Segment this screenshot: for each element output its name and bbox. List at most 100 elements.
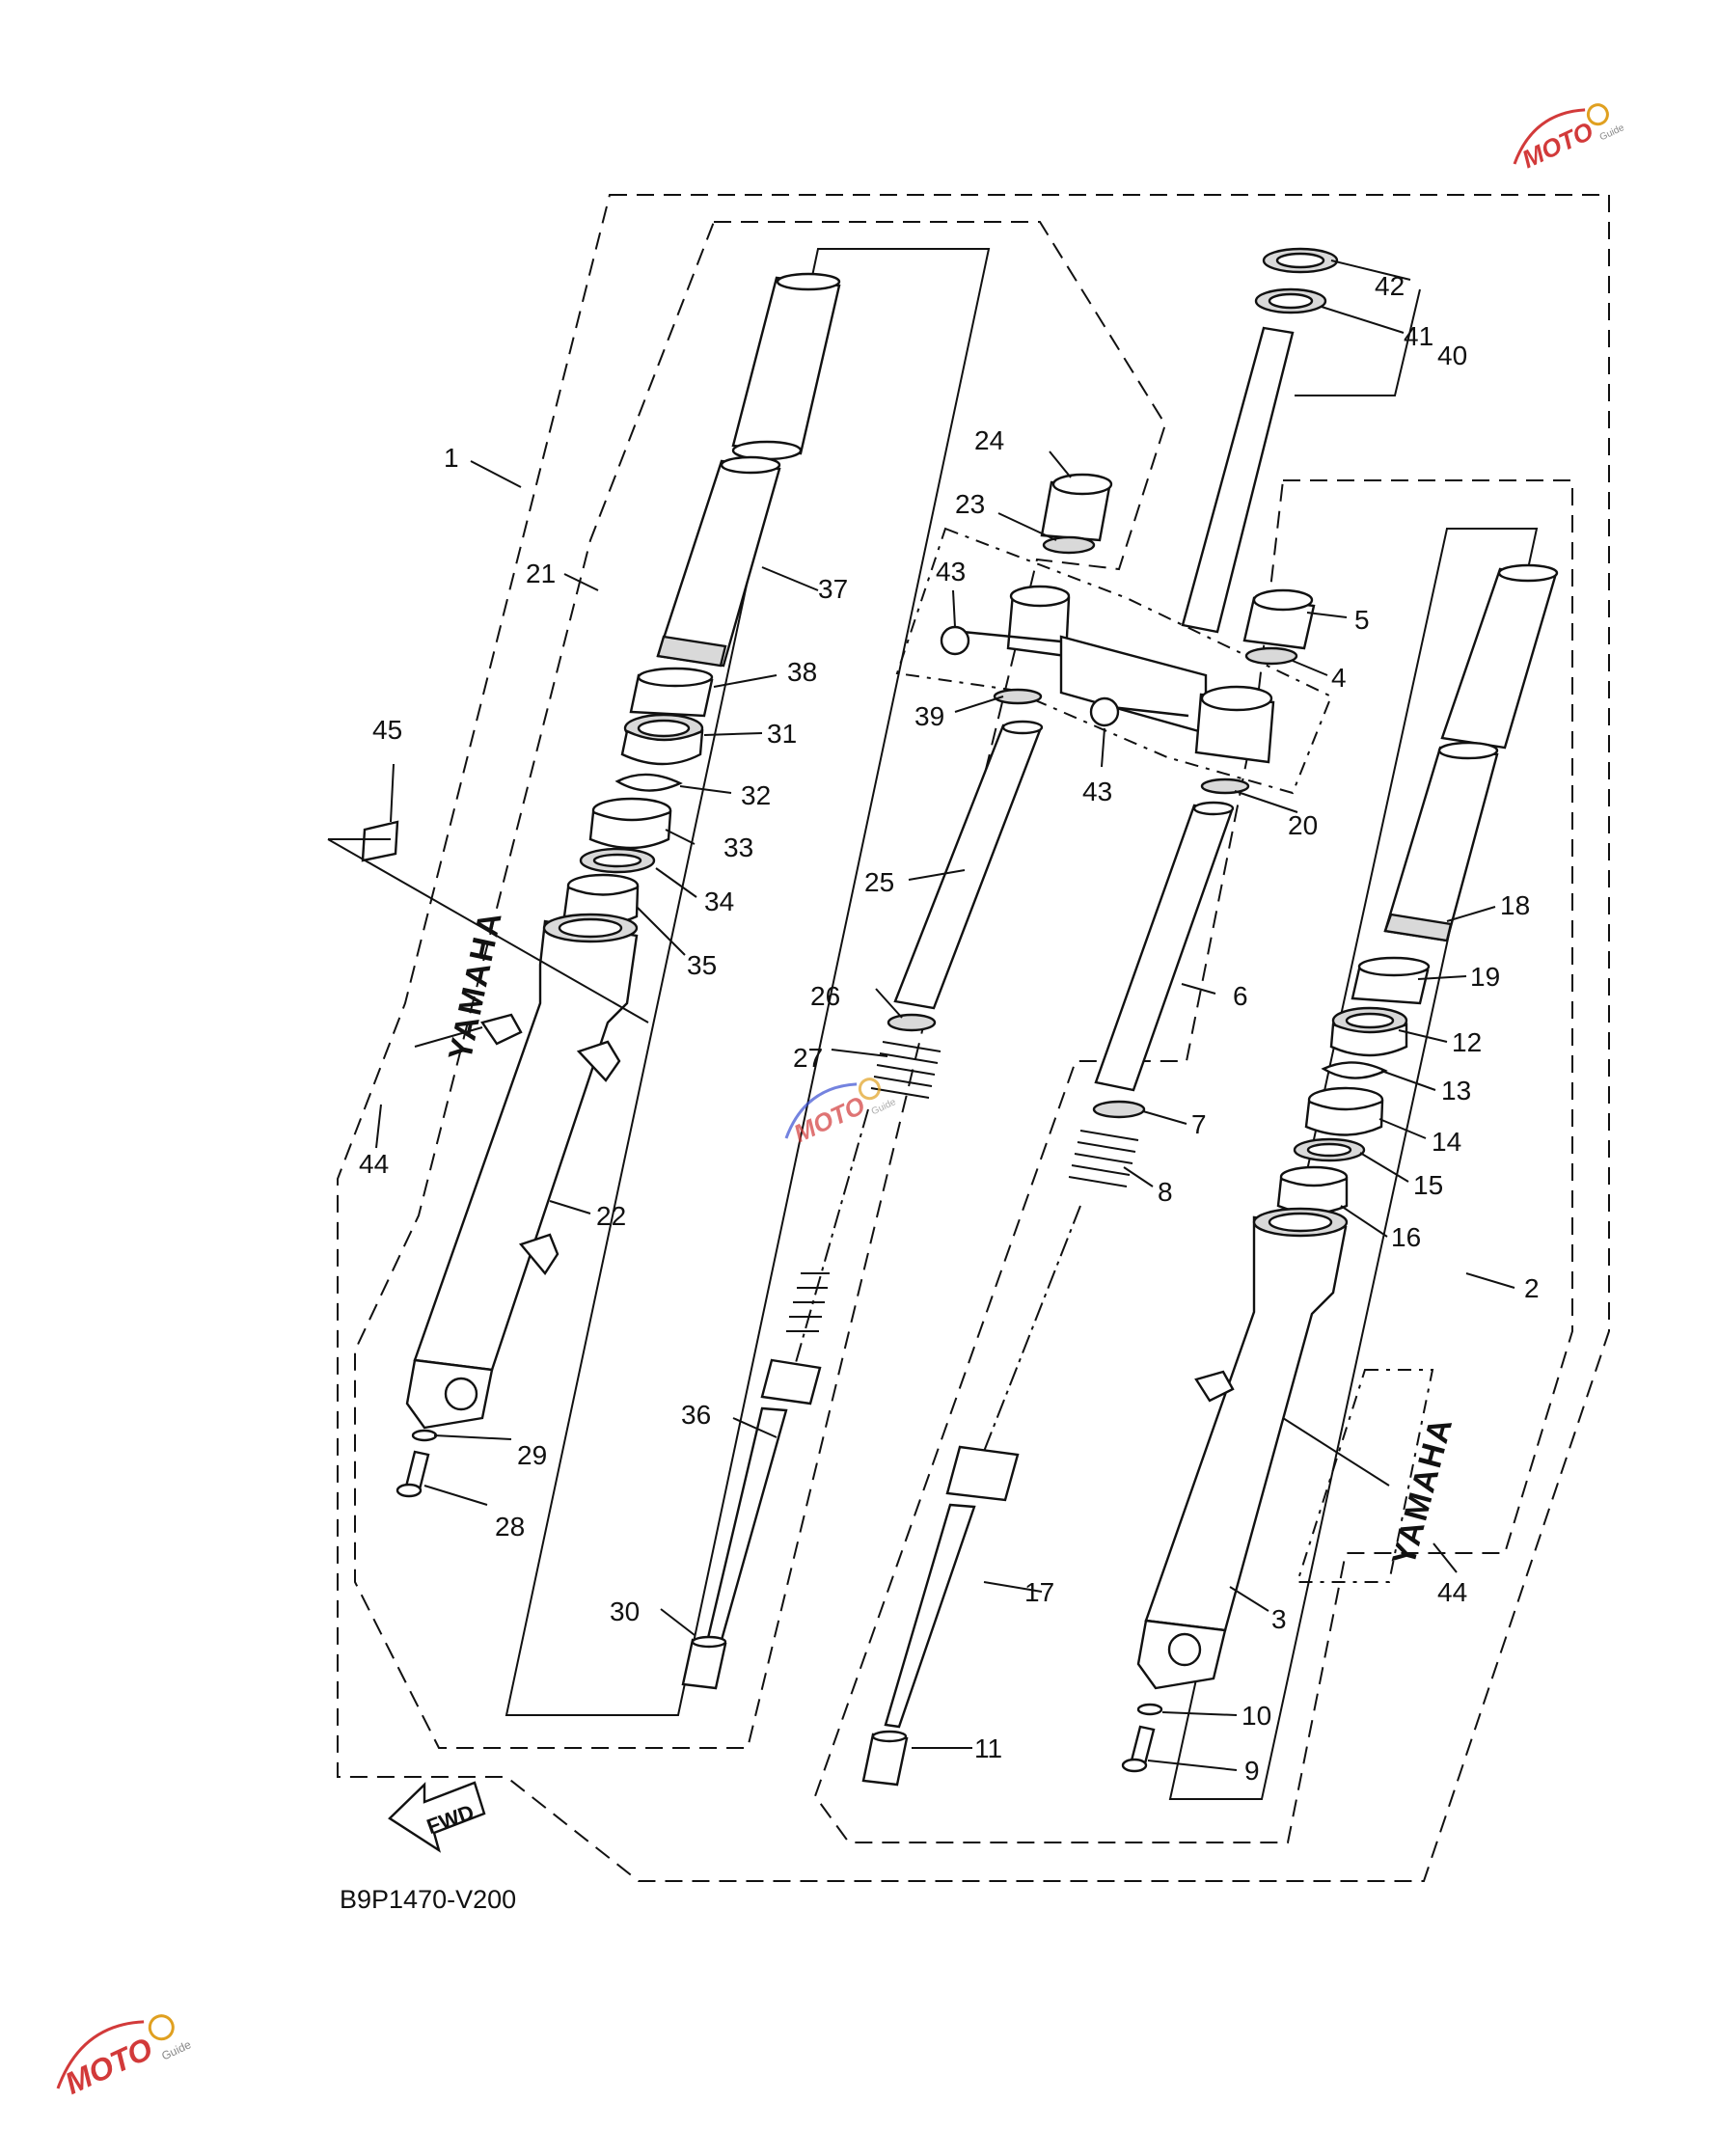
leader-15 xyxy=(1359,1152,1409,1183)
leader-23 xyxy=(997,512,1057,541)
label-5: 5 xyxy=(1354,605,1370,635)
part-27-spring xyxy=(870,1041,941,1099)
leader-12 xyxy=(1398,1029,1448,1043)
watermark-logo-top: MOTO Guide xyxy=(1513,103,1626,174)
watermark-text-centre: MOTO xyxy=(789,1090,869,1148)
label-42: 42 xyxy=(1375,271,1405,301)
part-17-damper-rod xyxy=(884,1503,976,1729)
part-36-spring-upper xyxy=(786,1272,830,1332)
watermark-text-bottom: MOTO xyxy=(60,2031,158,2101)
label-24: 24 xyxy=(974,425,1004,455)
label-15: 15 xyxy=(1413,1170,1443,1200)
part-12-body xyxy=(1329,1023,1408,1057)
part-18-slide-bushing xyxy=(1383,913,1453,942)
label-41: 41 xyxy=(1404,321,1433,351)
leader-8 xyxy=(1123,1166,1154,1187)
part-31-body xyxy=(620,729,704,766)
part-42-bore xyxy=(1275,252,1325,269)
label-2: 2 xyxy=(1524,1273,1540,1303)
assembly-boundary-left-fork xyxy=(354,221,1167,1749)
label-17: 17 xyxy=(1024,1577,1054,1607)
watermark-sub-bottom: Guide xyxy=(159,2037,193,2062)
gear-icon xyxy=(858,1078,881,1101)
label-37: 37 xyxy=(818,574,848,604)
part-15-inner xyxy=(1306,1142,1352,1158)
leader-25 xyxy=(908,869,966,881)
leader-24 xyxy=(1049,450,1072,478)
leader-29 xyxy=(433,1434,512,1440)
part-32-clip xyxy=(614,773,683,792)
part-21-outer-tube-upper xyxy=(731,276,841,455)
part-26-washer xyxy=(887,1013,937,1032)
watermark-logo-bottom: MOTO Guide xyxy=(56,2014,194,2101)
label-6: 6 xyxy=(1233,981,1248,1011)
part-22-caliper-lug-lower xyxy=(518,1233,559,1276)
part-34-washer-inner xyxy=(592,853,642,868)
leader-39 xyxy=(954,696,1004,713)
part-3-top-bore xyxy=(1268,1212,1333,1233)
part-23-o-ring xyxy=(1042,535,1096,555)
watermark-swoosh-centre xyxy=(784,1082,858,1139)
label-18: 18 xyxy=(1500,890,1530,920)
label-14: 14 xyxy=(1432,1127,1461,1157)
part-18-outer-tube-upper xyxy=(1440,567,1557,750)
leader-4 xyxy=(1292,660,1328,676)
part-31-oil-seal-inner xyxy=(637,719,691,738)
leader-35 xyxy=(636,906,686,956)
label-1: 1 xyxy=(444,443,459,473)
leader-41 xyxy=(1321,306,1405,334)
leader-lines xyxy=(375,259,1515,1771)
part-40-steering-stem xyxy=(1181,326,1295,634)
label-36: 36 xyxy=(681,1400,711,1430)
leader-3 xyxy=(1229,1586,1269,1612)
label-22: 22 xyxy=(596,1201,626,1231)
label-33: 33 xyxy=(723,832,753,862)
part-12-inner xyxy=(1345,1012,1395,1029)
label-44-right: 44 xyxy=(1437,1577,1467,1607)
part-labels: 1 2 3 4 5 6 7 8 9 10 11 12 13 14 15 16 1… xyxy=(359,271,1540,1786)
leader-27 xyxy=(831,1049,888,1057)
part-21-top xyxy=(776,272,841,291)
part-22-emblem-mount xyxy=(480,1013,523,1046)
watermark-swoosh-top xyxy=(1513,108,1586,165)
part-4-o-ring xyxy=(1244,646,1298,666)
leader-28 xyxy=(423,1485,488,1506)
label-44-left: 44 xyxy=(359,1149,389,1179)
part-39-ring xyxy=(993,688,1043,705)
label-35: 35 xyxy=(687,950,717,980)
leader-26 xyxy=(875,988,903,1019)
part-17-centre-line xyxy=(973,1205,1081,1477)
part-22-outer-tube xyxy=(413,919,639,1372)
part-17-piston xyxy=(945,1445,1020,1502)
leader-36 xyxy=(732,1417,778,1438)
label-43-left: 43 xyxy=(936,557,966,587)
fwd-arrow: FWD xyxy=(388,1781,486,1853)
part-22-axle-hole xyxy=(444,1377,478,1411)
label-4: 4 xyxy=(1331,663,1347,693)
part-43-bolt-right-head xyxy=(1089,696,1120,727)
part-41-bore xyxy=(1268,292,1314,310)
leader-19 xyxy=(1417,975,1467,980)
part-37-slide-bushing xyxy=(656,635,727,668)
leader-30 xyxy=(660,1608,696,1636)
watermark-sub-top: Guide xyxy=(1598,123,1626,143)
part-11-top xyxy=(871,1730,908,1743)
part-18-top xyxy=(1437,741,1499,760)
part-30-top xyxy=(691,1635,727,1649)
part-14-body xyxy=(1304,1100,1384,1136)
left-fork-parts xyxy=(327,272,841,1498)
leader-21 xyxy=(563,573,599,591)
leader-17 xyxy=(983,1581,1043,1593)
label-21: 21 xyxy=(526,559,556,588)
leader-22 xyxy=(549,1200,591,1214)
label-16: 16 xyxy=(1391,1222,1421,1252)
drawing-code: B9P1470-V200 xyxy=(340,1885,516,1914)
part-24-cap-top xyxy=(1051,473,1113,496)
gear-icon xyxy=(1586,103,1609,126)
leader-45 xyxy=(390,763,395,823)
leader-7 xyxy=(1142,1110,1187,1125)
leader-31 xyxy=(703,732,763,736)
label-12: 12 xyxy=(1452,1027,1482,1057)
label-8: 8 xyxy=(1158,1177,1173,1207)
